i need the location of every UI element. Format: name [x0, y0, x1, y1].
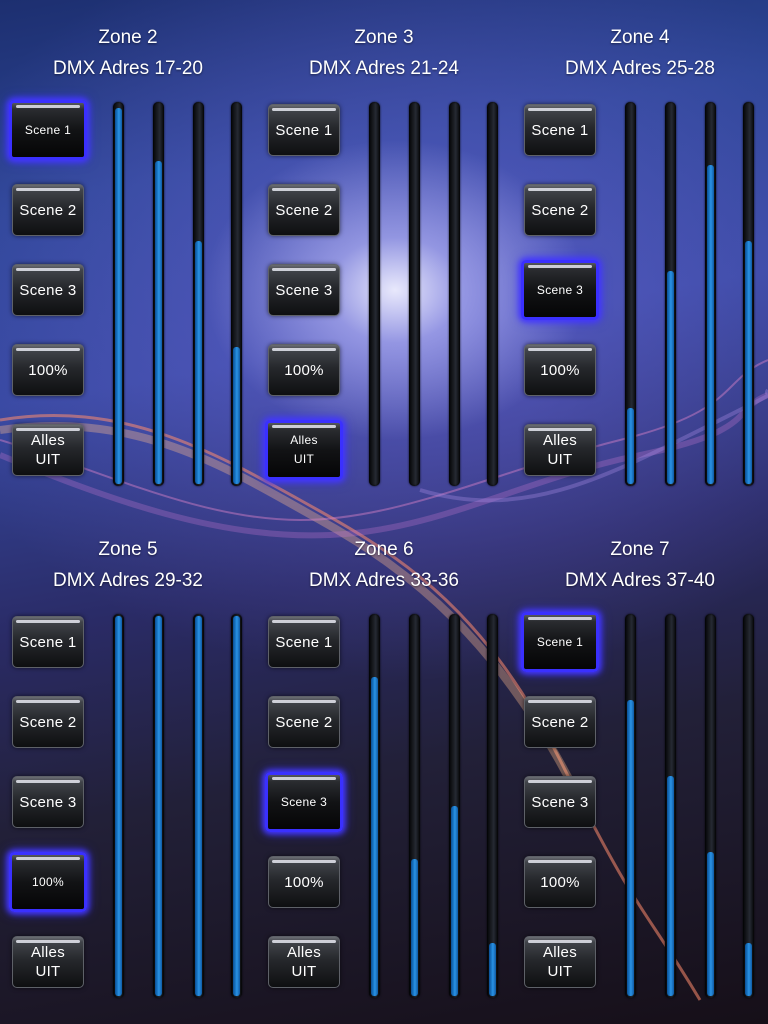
channel-slider-1[interactable] [625, 102, 636, 486]
channel-slider-3[interactable] [193, 614, 204, 998]
channel-slider-1[interactable] [369, 614, 380, 998]
all-off-button[interactable]: Alles UIT [524, 424, 596, 476]
channel-slider-3[interactable] [193, 102, 204, 486]
scene-2-button[interactable]: Scene 2 [12, 696, 84, 748]
channel-level-fill [451, 806, 458, 996]
channel-slider-2[interactable] [409, 102, 420, 486]
zone-dmx-address: DMX Adres 17-20 [53, 58, 203, 79]
channel-slider-2[interactable] [665, 614, 676, 998]
scene-3-button[interactable]: Scene 3 [12, 264, 84, 316]
channel-level-fill [627, 408, 634, 484]
channel-slider-4[interactable] [487, 102, 498, 486]
scene-3-button[interactable]: Scene 3 [524, 776, 596, 828]
scene-3-button[interactable]: Scene 3 [521, 260, 599, 320]
channel-slider-2[interactable] [153, 102, 164, 486]
channel-level-fill [707, 852, 714, 996]
zone-dmx-address: DMX Adres 33-36 [309, 570, 459, 591]
scene-2-button[interactable]: Scene 2 [12, 184, 84, 236]
channel-slider-2[interactable] [153, 614, 164, 998]
zone-dmx-address: DMX Adres 29-32 [53, 570, 203, 591]
channel-slider-4[interactable] [743, 102, 754, 486]
scene-1-button[interactable]: Scene 1 [524, 104, 596, 156]
channel-slider-1[interactable] [113, 102, 124, 486]
all-off-button[interactable]: Alles UIT [524, 936, 596, 988]
all-off-button[interactable]: Alles UIT [12, 936, 84, 988]
channel-slider-2[interactable] [665, 102, 676, 486]
scene-2-button[interactable]: Scene 2 [268, 696, 340, 748]
full-100-button[interactable]: 100% [9, 852, 87, 912]
scene-1-button[interactable]: Scene 1 [268, 616, 340, 668]
all-off-button[interactable]: Alles UIT [12, 424, 84, 476]
scene-2-button[interactable]: Scene 2 [524, 184, 596, 236]
channel-slider-1[interactable] [625, 614, 636, 998]
all-off-button[interactable]: Alles UIT [265, 420, 343, 480]
zone-dmx-address: DMX Adres 21-24 [309, 58, 459, 79]
channel-level-fill [115, 108, 122, 484]
channel-level-fill [745, 943, 752, 996]
channel-level-fill [155, 616, 162, 996]
channel-slider-4[interactable] [231, 614, 242, 998]
channel-slider-4[interactable] [743, 614, 754, 998]
channel-level-fill [195, 241, 202, 484]
channel-level-fill [195, 616, 202, 996]
channel-level-fill [371, 677, 378, 996]
scene-1-button[interactable]: Scene 1 [268, 104, 340, 156]
scene-2-button[interactable]: Scene 2 [524, 696, 596, 748]
full-100-button[interactable]: 100% [268, 856, 340, 908]
channel-level-fill [489, 943, 496, 996]
zone-title: Zone 2 [98, 27, 158, 48]
channel-level-fill [233, 347, 240, 484]
full-100-button[interactable]: 100% [524, 856, 596, 908]
full-100-button[interactable]: 100% [12, 344, 84, 396]
channel-level-fill [667, 776, 674, 996]
channel-level-fill [745, 241, 752, 484]
channel-slider-3[interactable] [449, 102, 460, 486]
channel-slider-4[interactable] [487, 614, 498, 998]
channel-level-fill [707, 165, 714, 484]
channel-level-fill [115, 616, 122, 996]
zone-dmx-address: DMX Adres 25-28 [565, 58, 715, 79]
channel-level-fill [155, 161, 162, 484]
channel-slider-2[interactable] [409, 614, 420, 998]
zone-title: Zone 7 [610, 539, 670, 560]
scene-1-button[interactable]: Scene 1 [12, 616, 84, 668]
channel-level-fill [233, 616, 240, 996]
channel-level-fill [627, 700, 634, 996]
full-100-button[interactable]: 100% [268, 344, 340, 396]
full-100-button[interactable]: 100% [524, 344, 596, 396]
scene-3-button[interactable]: Scene 3 [268, 264, 340, 316]
zone-dmx-address: DMX Adres 37-40 [565, 570, 715, 591]
channel-slider-3[interactable] [705, 614, 716, 998]
all-off-button[interactable]: Alles UIT [268, 936, 340, 988]
scene-1-button[interactable]: Scene 1 [9, 100, 87, 160]
zone-title: Zone 6 [354, 539, 414, 560]
channel-slider-1[interactable] [369, 102, 380, 486]
scene-3-button[interactable]: Scene 3 [12, 776, 84, 828]
channel-slider-3[interactable] [705, 102, 716, 486]
zone-title: Zone 4 [610, 27, 670, 48]
channel-slider-3[interactable] [449, 614, 460, 998]
channel-slider-4[interactable] [231, 102, 242, 486]
channel-level-fill [667, 271, 674, 484]
channel-slider-1[interactable] [113, 614, 124, 998]
scene-1-button[interactable]: Scene 1 [521, 612, 599, 672]
scene-2-button[interactable]: Scene 2 [268, 184, 340, 236]
zone-title: Zone 3 [354, 27, 414, 48]
channel-level-fill [411, 859, 418, 996]
scene-3-button[interactable]: Scene 3 [265, 772, 343, 832]
zone-title: Zone 5 [98, 539, 158, 560]
